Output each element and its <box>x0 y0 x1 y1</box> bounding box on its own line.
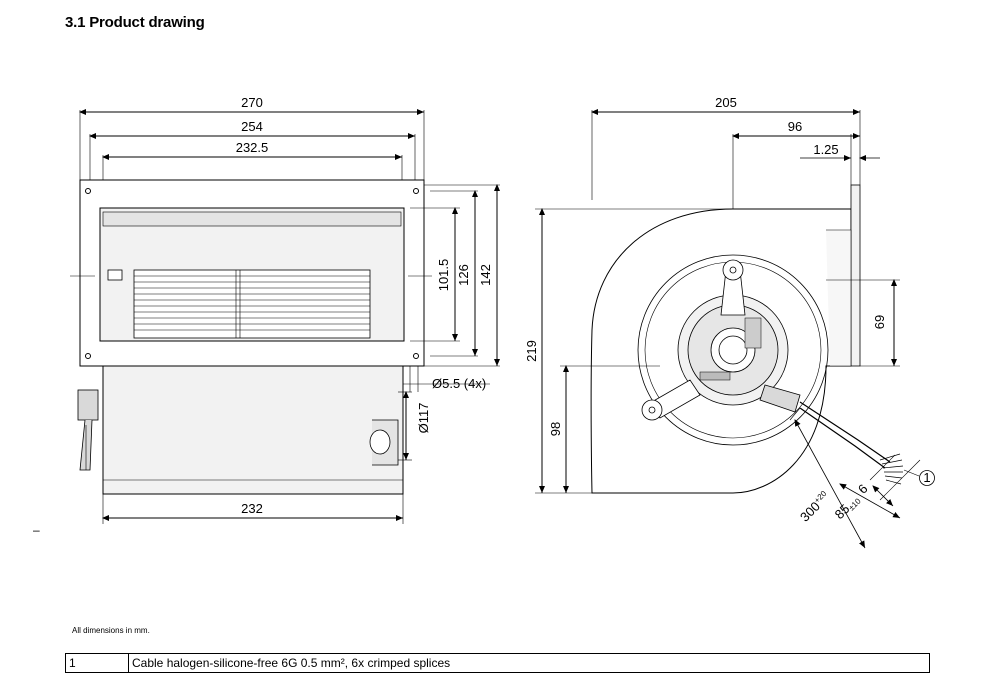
margin-mark: – <box>33 523 40 537</box>
dim-101-5: 101.5 <box>436 259 451 292</box>
dim-hole: Ø5.5 (4x) <box>432 376 486 391</box>
side-view <box>535 109 935 549</box>
dim-1-25: 1.25 <box>813 142 838 157</box>
dimensions-note: All dimensions in mm. <box>72 626 150 635</box>
legend-row: 1 Cable halogen-silicone-free 6G 0.5 mm²… <box>65 653 930 673</box>
dim-142: 142 <box>478 264 493 286</box>
dim-96: 96 <box>788 119 802 134</box>
dim-98: 98 <box>548 422 563 436</box>
dim-232-5: 232.5 <box>236 140 269 155</box>
legend-text: Cable halogen-silicone-free 6G 0.5 mm², … <box>128 653 930 673</box>
dim-205: 205 <box>715 95 737 110</box>
legend-number: 1 <box>65 653 129 673</box>
page-title: 3.1 Product drawing <box>65 14 205 31</box>
callout-1: 1 <box>923 470 930 485</box>
front-view <box>70 109 500 524</box>
dim-69: 69 <box>872 315 887 329</box>
dim-cable-6: 6 <box>855 481 871 497</box>
dim-254: 254 <box>241 119 263 134</box>
legend-table: 1 Cable halogen-silicone-free 6G 0.5 mm²… <box>65 653 930 673</box>
dim-219: 219 <box>524 340 539 362</box>
dim-232: 232 <box>241 501 263 516</box>
dim-126: 126 <box>456 264 471 286</box>
dim-cable-300: 300+20 <box>797 489 833 525</box>
dim-117: Ø117 <box>416 403 431 434</box>
dim-270: 270 <box>241 95 263 110</box>
